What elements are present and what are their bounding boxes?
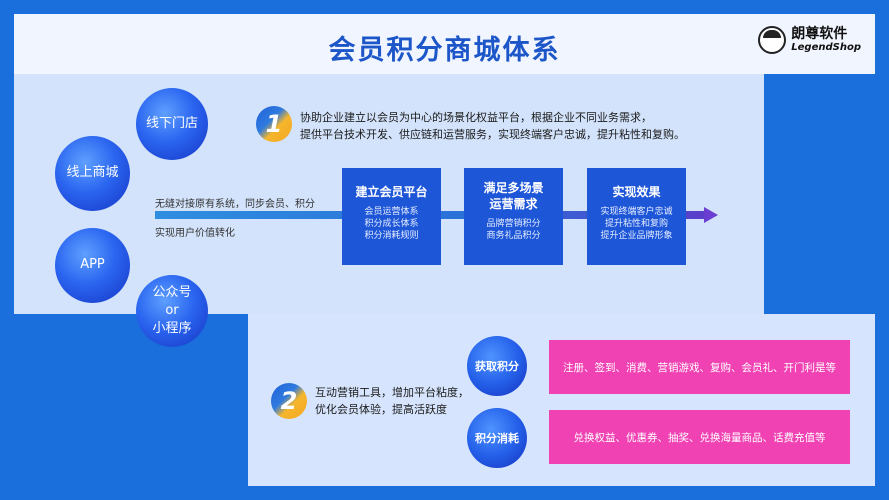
stage-box: 满足多场景 运营需求 品牌营销积分 商务礼品积分 bbox=[464, 168, 563, 265]
channel-label: or bbox=[165, 302, 179, 318]
channel-label: APP bbox=[80, 257, 105, 273]
channel-label: 公众号 bbox=[152, 284, 192, 300]
earn-points-detail: 注册、签到、消费、营销游戏、复购、会员礼、开门利是等 bbox=[549, 340, 850, 394]
page-title: 会员积分商城体系 bbox=[328, 35, 561, 66]
logo-cn-text: 朗尊软件 bbox=[791, 26, 848, 42]
channel-app: APP bbox=[55, 228, 130, 303]
arrow-text-bottom: 实现用户价值转化 bbox=[155, 228, 235, 239]
stage-items: 品牌营销积分 商务礼品积分 bbox=[486, 219, 541, 241]
logo: 朗尊软件 LegendShop bbox=[758, 26, 861, 54]
channel-online-mall: 线上商城 bbox=[55, 136, 130, 211]
arrow-text-top: 无缝对接原有系统，同步会员、积分 bbox=[155, 199, 315, 210]
section2-line: 优化会员体验，提高活跃度 bbox=[315, 403, 447, 416]
channel-label: 小程序 bbox=[152, 321, 192, 337]
channel-offline-store: 线下门店 bbox=[136, 88, 208, 160]
spend-points-circle: 积分消耗 bbox=[467, 408, 527, 468]
step-number-1: 1 bbox=[256, 106, 292, 142]
stage-box: 实现效果 实现终端客户忠诚 提升粘性和复购 提升企业品牌形象 bbox=[587, 168, 686, 265]
channel-label: 线上商城 bbox=[66, 165, 119, 181]
stage-box: 建立会员平台 会员运营体系 积分成长体系 积分消耗规则 bbox=[342, 168, 441, 265]
section2-description: 互动营销工具，增加平台粘度， 优化会员体验，提高活跃度 bbox=[315, 384, 469, 418]
step-number-2: 2 bbox=[271, 383, 307, 419]
stage-items: 会员运营体系 积分成长体系 积分消耗规则 bbox=[364, 207, 419, 241]
earn-points-circle: 获取积分 bbox=[467, 336, 527, 396]
stage-title: 建立会员平台 bbox=[355, 185, 428, 199]
channel-wechat: 公众号 or 小程序 bbox=[136, 275, 208, 347]
logo-mascot-icon bbox=[758, 26, 787, 54]
section1-line: 提供平台技术开发、供应链和运营服务，实现终端客户忠诚，提升粘性和复购。 bbox=[300, 128, 685, 141]
section2-line: 互动营销工具，增加平台粘度， bbox=[315, 386, 469, 399]
stage-items: 实现终端客户忠诚 提升粘性和复购 提升企业品牌形象 bbox=[600, 207, 673, 241]
section1-line: 协助企业建立以会员为中心的场景化权益平台，根据企业不同业务需求， bbox=[300, 111, 652, 124]
flow-arrow-head-icon bbox=[704, 207, 718, 223]
spend-points-detail: 兑换权益、优惠券、抽奖、兑换海量商品、话费充值等 bbox=[549, 410, 850, 464]
stage-title: 实现效果 bbox=[612, 185, 661, 199]
section1-description: 协助企业建立以会员为中心的场景化权益平台，根据企业不同业务需求， 提供平台技术开… bbox=[300, 109, 685, 143]
logo-en-text: LegendShop bbox=[791, 42, 861, 53]
channel-label: 线下门店 bbox=[145, 115, 198, 131]
stage-title: 满足多场景 运营需求 bbox=[483, 181, 544, 211]
header-bar: 会员积分商城体系 朗尊软件 LegendShop bbox=[14, 14, 875, 74]
